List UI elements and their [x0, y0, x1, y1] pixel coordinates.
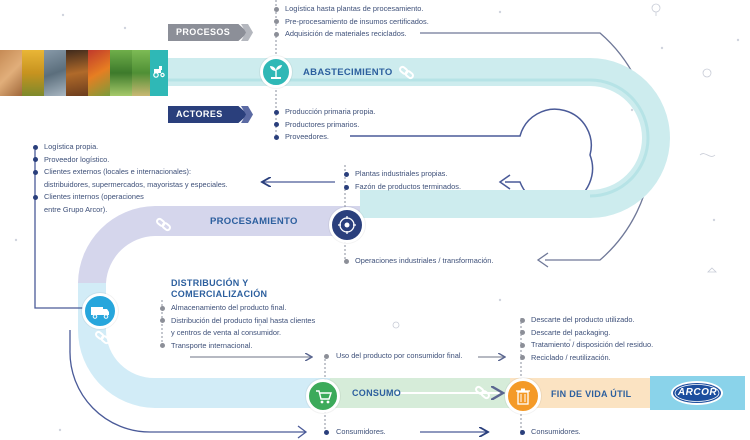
- distribucion-procesos-item: y centros de venta al consumidor.: [171, 328, 282, 337]
- fin-procesos-bullet: [519, 342, 525, 348]
- procesamiento-band: [78, 206, 360, 283]
- abastecimiento-actores-item: Productores primarios.: [285, 119, 360, 129]
- abastecimiento-node: [260, 56, 292, 88]
- photo-cocoa: [66, 50, 88, 96]
- consumo-actores-item: Consumidores.: [336, 427, 386, 436]
- trash-icon: [516, 388, 530, 405]
- photo-peanuts: [0, 50, 22, 96]
- abastecimiento-actores-item: Proveedores.: [285, 132, 329, 141]
- chain-link-icon: [95, 65, 490, 400]
- fin-de-vida-node: [505, 378, 541, 414]
- procesamiento-procesos-bullet: [343, 258, 349, 264]
- abastecimiento-actores-bullet: [273, 122, 279, 127]
- distribucion-node: [82, 293, 118, 329]
- distribucion-band: [77, 283, 330, 408]
- bottom-route-line: [69, 330, 305, 433]
- distribucion-actores-item: Clientes internos (operaciones: [44, 192, 144, 201]
- abastecimiento-procesos-bullet: [273, 19, 279, 24]
- tractor-icon: [153, 66, 165, 78]
- arcor-logo-panel: ARCOR: [650, 376, 745, 410]
- photo-fish: [44, 50, 66, 96]
- photo-field: [132, 50, 150, 96]
- fin-procesos-bullet: [519, 355, 525, 360]
- distribucion-route-line: [34, 150, 90, 309]
- tractor-badge: [150, 50, 168, 96]
- procesos-tag: PROCESOS: [168, 24, 248, 41]
- fin-procesos-item: Descarte del producto utilizado.: [531, 315, 635, 324]
- actores-tag: ACTORES: [168, 106, 248, 123]
- consumo-node: [306, 379, 340, 413]
- abastecimiento-procesos-bullet: [273, 6, 279, 12]
- distribucion-procesos-bullet: [159, 318, 165, 323]
- fin-procesos-item: Tratamiento / disposición del residuo.: [531, 340, 654, 349]
- distribucion-actores-bullet: [32, 144, 38, 150]
- arcor-logo-text: ARCOR: [677, 387, 718, 398]
- distribucion-actores-item: distribuidores, supermercados, mayorista…: [44, 179, 228, 189]
- bottom-route-arrow: [297, 425, 308, 439]
- distribucion-actores-item: entre Grupo Arcor).: [44, 204, 108, 214]
- distribucion-procesos-bullet: [159, 343, 165, 348]
- abastecimiento-band-stripe: [150, 78, 650, 198]
- photo-corn: [22, 50, 44, 96]
- procesamiento-actores-bullet: [343, 184, 349, 190]
- abastecimiento-actores-bullet: [273, 109, 279, 115]
- arcor-logo: [671, 381, 723, 405]
- distribucion-actores-item: Proveedor logístico.: [44, 154, 110, 164]
- procesamiento-node: [329, 207, 365, 243]
- actores-tag-chevron: [241, 106, 253, 123]
- consumo-procesos-item: Uso del producto por consumidor final.: [336, 351, 463, 360]
- photo-fruit: [88, 50, 110, 96]
- abastecimiento-actores-bullet: [273, 134, 279, 140]
- distribucion-actores-bullet: [32, 194, 38, 200]
- abastecimiento-procesos-item: Pre-procesamiento de insumos certificado…: [285, 16, 429, 26]
- procesamiento-procesos-item: Operaciones industriales / transformació…: [355, 256, 494, 265]
- fin-actores-bullet: [519, 429, 525, 435]
- stage-distribucion-line1: DISTRIBUCIÓN Y: [171, 278, 249, 288]
- distribucion-procesos-item: Distribución del producto final hasta cl…: [171, 315, 316, 325]
- procesamiento-actores-bullet: [343, 171, 349, 177]
- procesamiento-actores-item: Fazón de productos terminados.: [355, 182, 461, 191]
- seedling-icon: [270, 65, 282, 79]
- navy-route-arrow: [498, 174, 511, 190]
- cart-icon: [316, 390, 332, 404]
- distribucion-actores-item: Clientes externos (locales e internacion…: [44, 167, 192, 176]
- distribucion-actores-bullet: [32, 169, 38, 175]
- abastecimiento-procesos-bullet: [273, 31, 279, 37]
- fin-procesos-item: Descarte del packaging.: [531, 327, 611, 337]
- abastecimiento-actores-item: Producción primaria propia.: [285, 107, 376, 116]
- distribucion-procesos-item: Almacenamiento del producto final.: [171, 303, 287, 312]
- abastecimiento-procesos-item: Adquisición de materiales reciclados.: [285, 29, 407, 38]
- decorative-dots: [14, 10, 740, 432]
- stage-consumo: CONSUMO: [352, 388, 402, 398]
- outer-route-arrow: [536, 252, 549, 268]
- truck-icon: [91, 307, 109, 319]
- distribucion-procesos-bullet: [159, 305, 165, 311]
- distribucion-procesos-item: Transporte internacional.: [171, 340, 253, 350]
- fin-actores-item: Consumidores.: [531, 427, 581, 436]
- distribucion-actores-item: Logística propia.: [44, 142, 99, 151]
- abastecimiento-procesos-item: Logística hasta plantas de procesamiento…: [285, 4, 424, 13]
- decorative-background-icons: [392, 3, 717, 329]
- photo-sugarcane: [110, 50, 132, 96]
- procesamiento-actores-item: Plantas industriales propias.: [355, 169, 448, 178]
- fin-procesos-item: Reciclado / reutilización.: [531, 352, 611, 362]
- gear-network-icon: [338, 216, 356, 234]
- procesos-tag-chevron: [241, 24, 253, 41]
- stage-abastecimiento: ABASTECIMIENTO: [303, 67, 393, 78]
- fin-procesos-bullet: [519, 330, 525, 335]
- stage-distribucion-line2: COMERCIALIZACIÓN: [171, 289, 268, 299]
- distribucion-actores-bullet: [32, 157, 38, 162]
- consumo-procesos-bullet: [323, 353, 329, 359]
- fin-procesos-bullet: [519, 317, 525, 323]
- stage-procesamiento: PROCESAMIENTO: [210, 216, 298, 227]
- consumo-actores-bullet: [323, 429, 329, 435]
- abastecimiento-band: [150, 58, 670, 218]
- stage-fin-de-vida: FIN DE VIDA ÚTIL: [551, 389, 632, 399]
